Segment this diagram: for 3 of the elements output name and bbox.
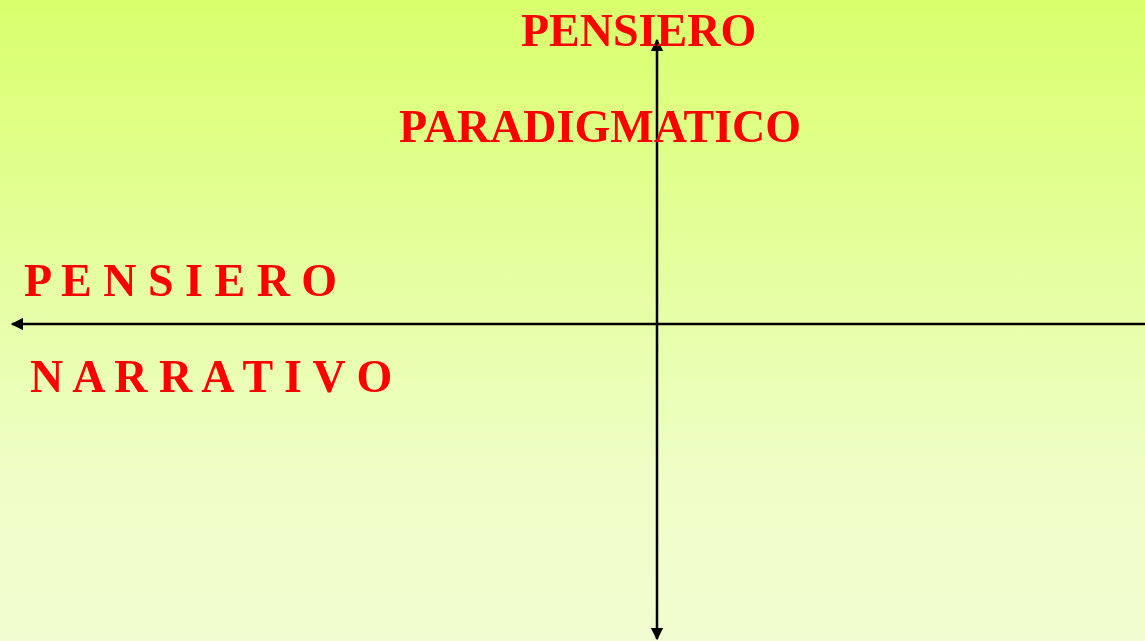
axis-label: P E N S I E R O xyxy=(24,258,338,304)
axis-label: PENSIERO xyxy=(521,8,757,54)
axis-label: N A R R A T I V O xyxy=(30,354,393,400)
